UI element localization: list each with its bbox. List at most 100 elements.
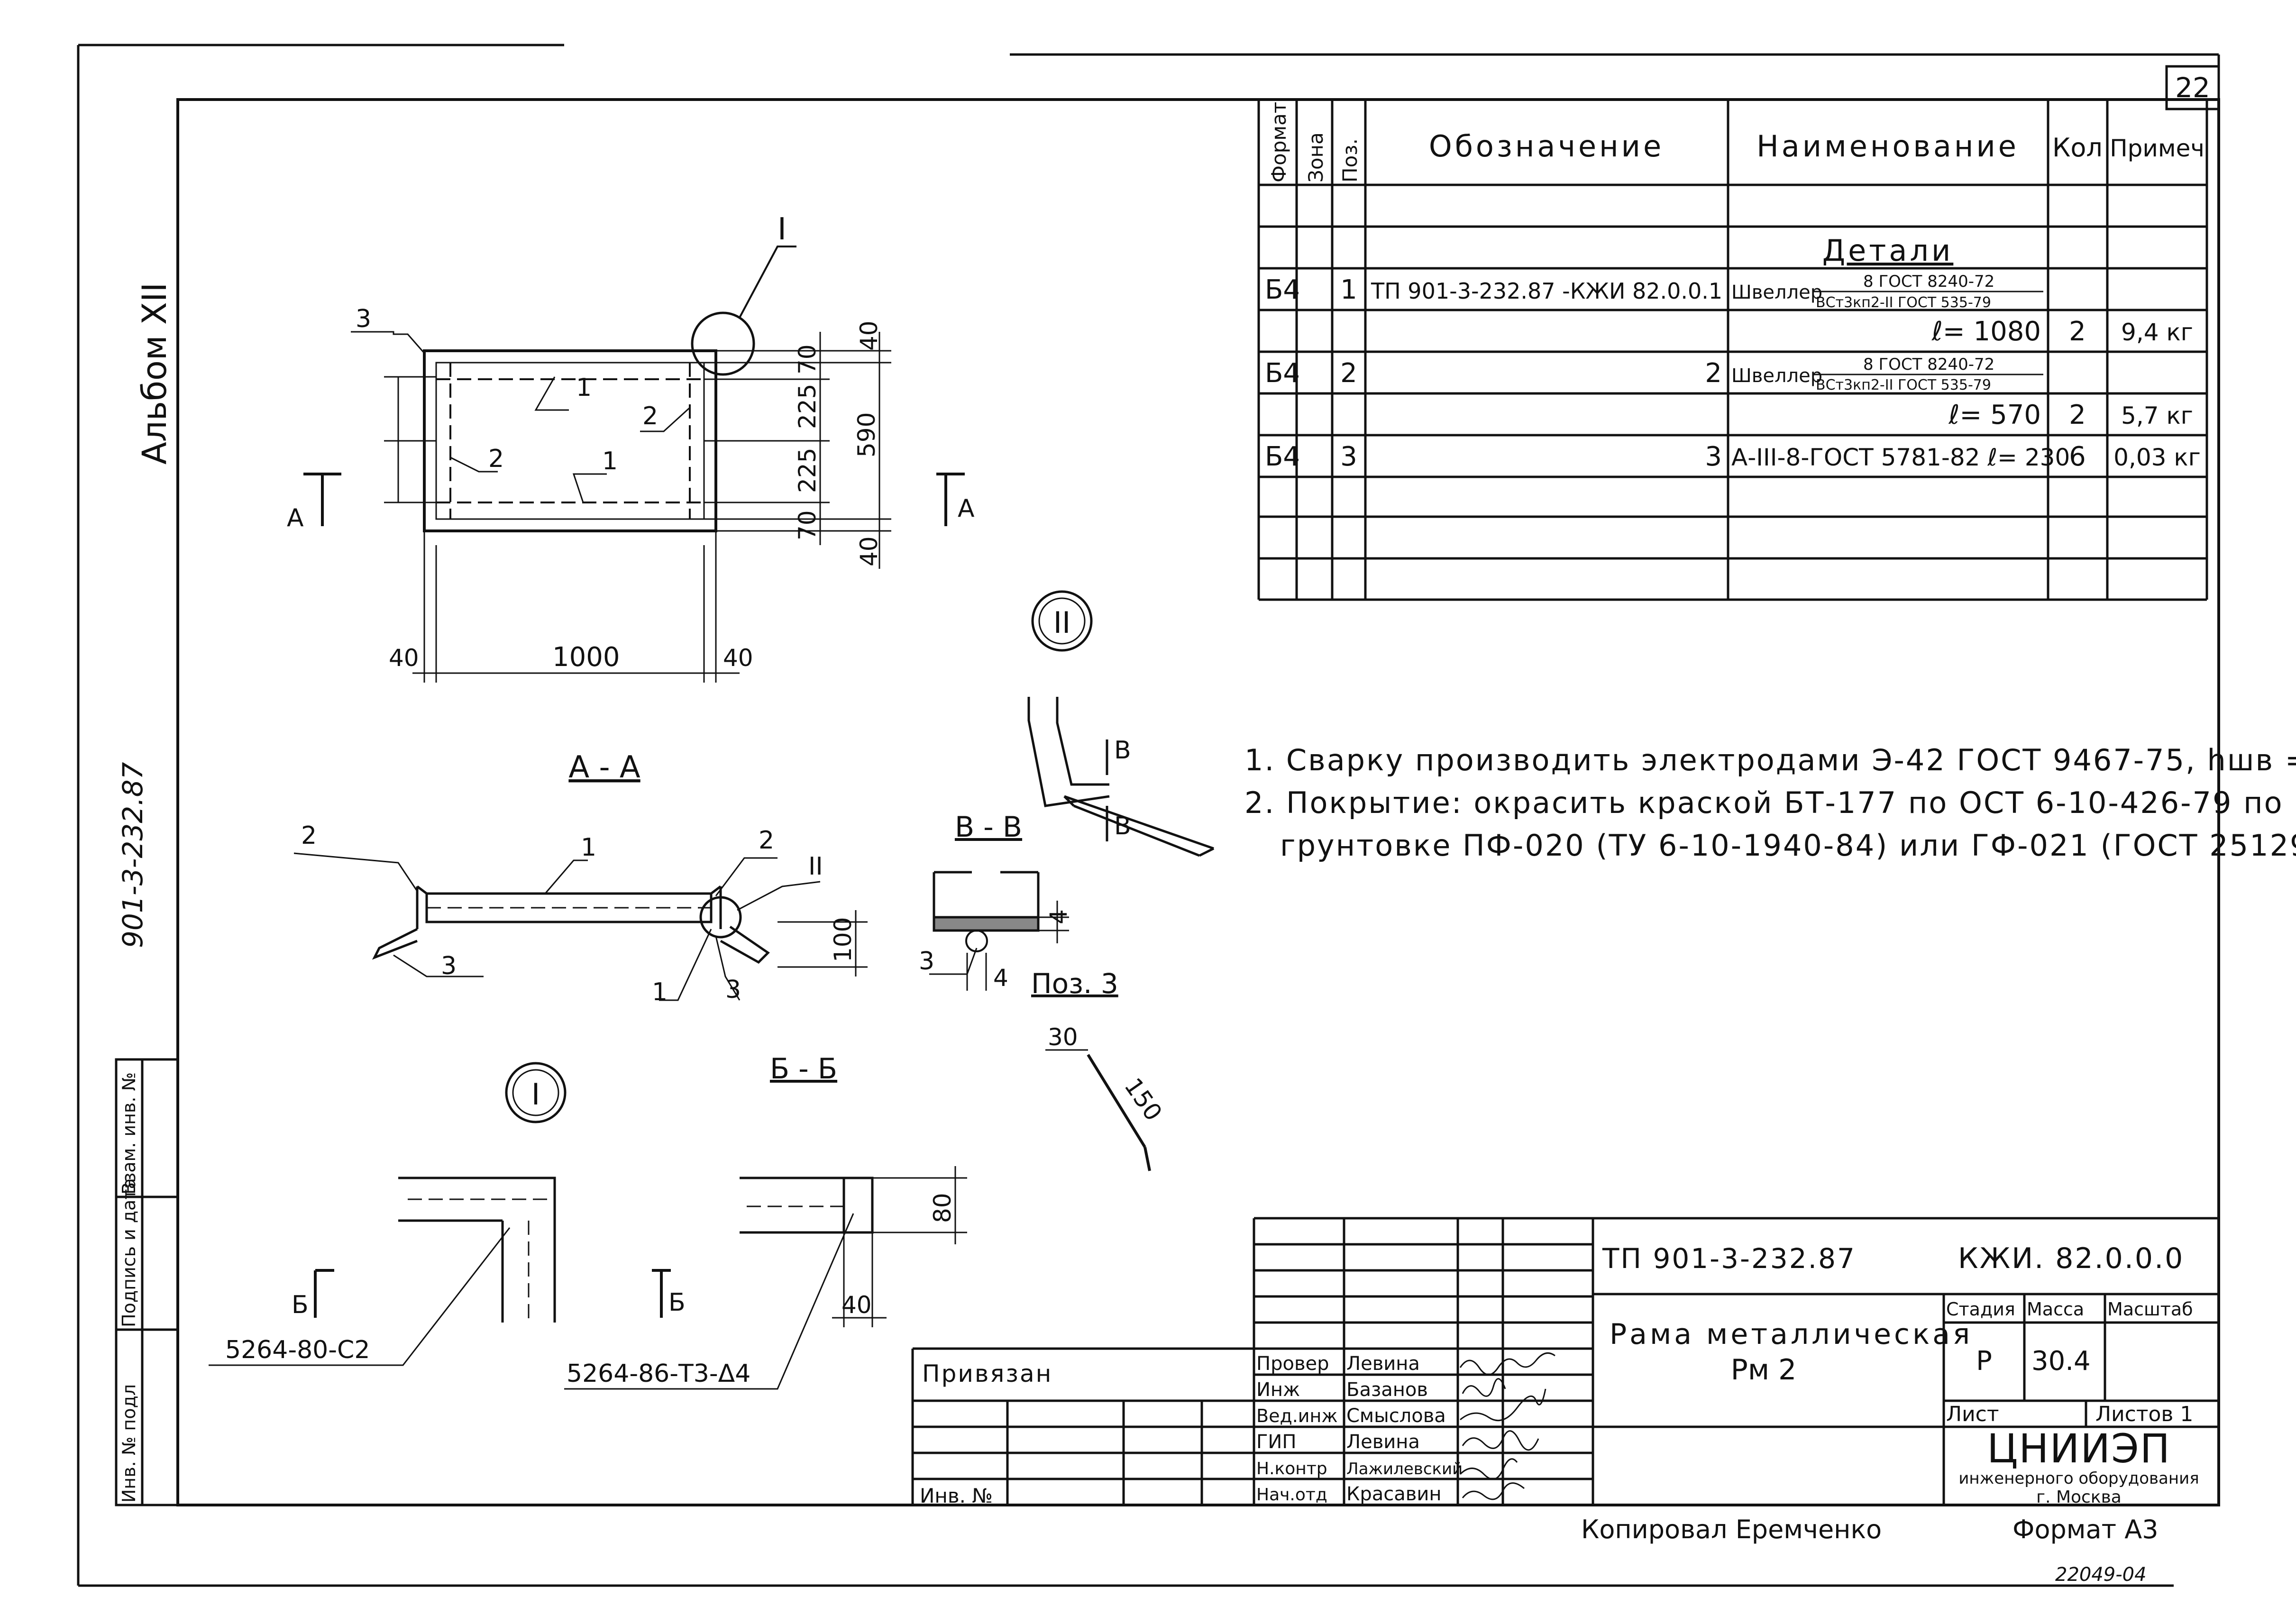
- detail-ii-callout: II: [1053, 605, 1071, 640]
- signer-row: Инж Базанов: [1256, 1379, 1428, 1401]
- plan-dim-bottom-left: 40: [389, 644, 419, 672]
- spec-row-note: 9,4 кг: [2121, 319, 2193, 346]
- plan-dim-225-a: 225: [794, 384, 821, 429]
- inv-no-label: Инв. №: [920, 1484, 993, 1507]
- album-label: Альбом XII: [135, 283, 174, 465]
- spec-row-format: Б4: [1265, 358, 1300, 389]
- spec-row-designation: ТП 901-3-232.87 -КЖИ 82.0.0.1: [1371, 278, 1722, 304]
- spec-header-qty: Кол: [2052, 133, 2103, 163]
- spec-row-note: 5,7 кг: [2121, 402, 2193, 429]
- stage-label: Стадия: [1946, 1299, 2015, 1320]
- title-code-right: КЖИ. 82.0.0.0: [1958, 1242, 2184, 1275]
- title-name-line1: Рама металлическая: [1610, 1318, 1973, 1351]
- spec-header-zone: Зона: [1304, 132, 1327, 182]
- section-vv: В - В 3 4 4: [919, 811, 1072, 992]
- section-aa-label-2-left: 2: [301, 821, 317, 850]
- plan-label-2-right: 2: [642, 402, 658, 430]
- plan-dim-bottom-right: 40: [723, 644, 753, 672]
- detail-i-callout: I: [531, 1077, 540, 1112]
- detail-i-mark-left: Б: [292, 1291, 309, 1319]
- pos3-title: Поз. 3: [1031, 967, 1118, 1000]
- signer-role: Нач.отд: [1256, 1485, 1327, 1505]
- spec-header-designation: Обозначение: [1429, 129, 1664, 164]
- plan-section-mark-left: А: [287, 504, 304, 532]
- signer-name: Красавин: [1346, 1483, 1442, 1505]
- signer-row: Провер Левина: [1256, 1353, 1420, 1375]
- detail-ii: II В В: [1027, 590, 1215, 857]
- section-aa-label-1: 1: [581, 833, 596, 862]
- signer-role: Н.контр: [1256, 1459, 1327, 1478]
- mass-value: 30.4: [2031, 1346, 2091, 1377]
- format-label: Формат А3: [2012, 1515, 2159, 1544]
- detail-i: I Б Б 5264-80-С2: [209, 1062, 686, 1366]
- plan-label-2-left: 2: [488, 445, 504, 473]
- scale-label: Масштаб: [2107, 1299, 2193, 1320]
- section-aa-label-3-left: 3: [441, 952, 457, 980]
- pos3-dim-30: 30: [1048, 1023, 1078, 1051]
- sheet-number: 22: [2175, 72, 2210, 104]
- section-aa-label-2-right: 2: [759, 826, 774, 855]
- section-aa-label-1-bottom: 1: [652, 978, 668, 1006]
- signatures: [1459, 1352, 1555, 1500]
- section-bb-dim-40: 40: [842, 1291, 872, 1319]
- spec-row-qty: 2: [2069, 316, 2086, 347]
- section-bb: Б - Б 80 40 5264-86-Т3-Δ4: [564, 1052, 967, 1390]
- section-vv-label-3: 3: [919, 947, 934, 976]
- spec-header-name: Наименование: [1756, 129, 2019, 164]
- spec-header-note: Примеч: [2110, 135, 2205, 162]
- spec-row-qty: 2: [2069, 400, 2086, 430]
- spec-row-qty: 6: [2069, 441, 2086, 472]
- pos-3: Поз. 3 30 150: [1031, 967, 1167, 1171]
- signer-row: ГИП Левина: [1256, 1431, 1420, 1453]
- section-bb-title: Б - Б: [770, 1052, 837, 1086]
- detail-i-mark-right: Б: [668, 1288, 686, 1317]
- signer-name: Смыслова: [1346, 1405, 1446, 1427]
- sheet-frame: [77, 44, 2220, 1587]
- signer-name: Левина: [1346, 1353, 1420, 1375]
- plan-dim-225-b: 225: [794, 448, 821, 493]
- spec-row-format: Б4: [1265, 441, 1300, 472]
- title-block: Провер Левина Инж Базанов Вед.инж Смысло…: [911, 1217, 2219, 1507]
- spec-row-pos: 3: [1340, 441, 1357, 472]
- spec-row-length: ℓ= 570: [1948, 400, 2041, 430]
- plan-dim-bottom-main: 1000: [552, 642, 620, 673]
- plan-view: I А А 1 2 2 1 3: [287, 212, 975, 683]
- org-sub2: г. Москва: [2036, 1487, 2122, 1507]
- section-aa-label-ii: II: [808, 852, 823, 881]
- signer-name: Левина: [1346, 1431, 1420, 1453]
- side-stamp-signature: Подпись и дата: [119, 1178, 139, 1327]
- spec-row-name-den: ВСт3кп2-II ГОСТ 535-79: [1816, 294, 1991, 311]
- plan-label-3: 3: [356, 305, 371, 333]
- note-line-3: грунтовке ПФ-020 (ТУ 6-10-1940-84) или Г…: [1280, 828, 2296, 863]
- plan-label-1-bottom: 1: [602, 447, 618, 475]
- spec-row: Б4 2 2 Швеллер 8 ГОСТ 8240-72 ВСт3кп2-II…: [1265, 355, 2193, 430]
- spec-section-title: Детали: [1822, 233, 1954, 268]
- section-aa-label-3-right: 3: [725, 976, 741, 1004]
- sheet-label: Лист: [1946, 1402, 1999, 1426]
- side-stamp: [115, 1058, 179, 1506]
- plan-callout: I: [778, 212, 787, 247]
- side-stamp-replace: Взам. инв. №: [119, 1072, 139, 1195]
- plan-label-1-top: 1: [576, 374, 592, 402]
- privyazan-label: Привязан: [922, 1360, 1052, 1387]
- signer-name: Базанов: [1346, 1379, 1428, 1401]
- spec-header-format: Формат: [1267, 102, 1290, 182]
- plan-dim-top-40: 40: [855, 320, 883, 351]
- signer-row: Н.контр Лажилевский: [1256, 1459, 1463, 1478]
- inner-frame: [176, 98, 2220, 1506]
- section-aa-title: А - А: [568, 750, 640, 785]
- section-aa-dim: 100: [829, 917, 857, 962]
- section-bb-weld: 5264-86-Т3-Δ4: [567, 1359, 750, 1388]
- plan-dim-top-70: 70: [794, 344, 821, 374]
- section-vv-dim-4-bottom: 4: [993, 964, 1008, 992]
- section-vv-dim-4-right: 4: [1045, 909, 1072, 924]
- title-name-line2: Рм 2: [1731, 1353, 1797, 1387]
- spec-row-name: А-III-8-ГОСТ 5781-82 ℓ= 230: [1731, 444, 2070, 471]
- signer-row: Вед.инж Смыслова: [1256, 1405, 1446, 1427]
- note-line-2: 2. Покрытие: окрасить краской БТ-177 по …: [1244, 785, 2284, 820]
- plan-dim-bottom-70: 70: [794, 510, 821, 540]
- section-aa: А - А 2 1 2 II 3 3 1: [293, 750, 868, 1006]
- spec-header-pos: Поз.: [1338, 138, 1362, 182]
- spec-row-name: Швеллер: [1731, 282, 1822, 303]
- spec-row-length: ℓ= 1080: [1931, 316, 2041, 347]
